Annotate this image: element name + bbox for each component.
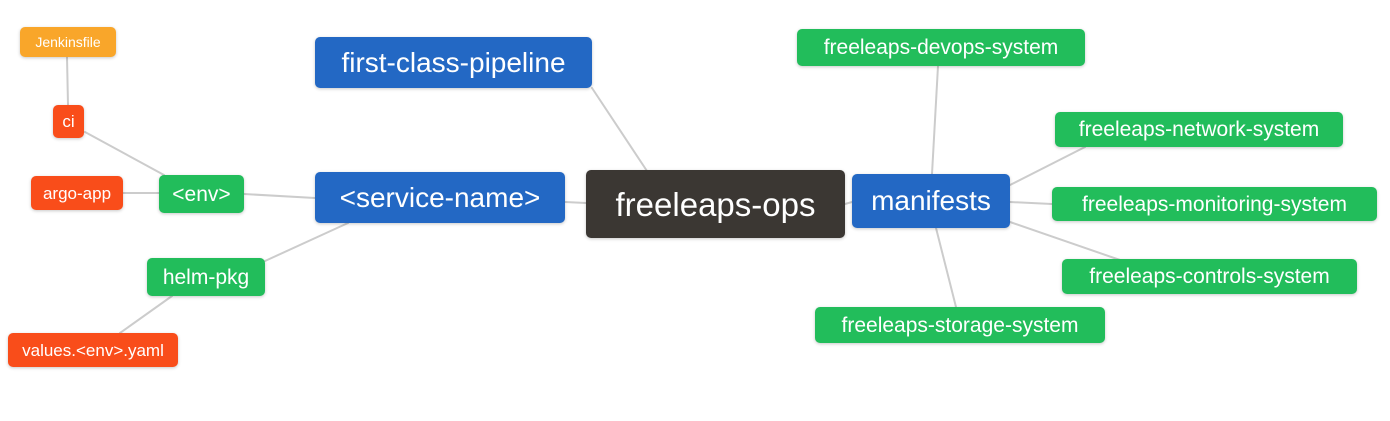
node-helm-pkg[interactable]: helm-pkg [147,258,265,296]
node-freeleaps-ops[interactable]: freeleaps-ops [586,170,845,238]
node-ci[interactable]: ci [53,105,84,138]
edge-manifests-to-freeleaps-monitoring-system [1009,201,1053,205]
edge-helm-pkg-to-service-name [264,222,349,262]
edge-manifests-to-freeleaps-network-system [1009,146,1086,186]
edge-manifests-to-freeleaps-devops-system [931,65,939,175]
edge-ci-to-env [84,131,165,176]
edge-first-class-pipeline-to-freeleaps-ops [591,87,648,172]
node-values-env-yaml[interactable]: values.<env>.yaml [8,333,178,367]
edge-freeleaps-ops-to-manifests [844,201,853,205]
edge-manifests-to-freeleaps-controls-system [1009,221,1121,261]
node-freeleaps-devops-system[interactable]: freeleaps-devops-system [797,29,1085,66]
node-argo-app[interactable]: argo-app [31,176,123,210]
edge-jenkinsfile-to-ci [66,56,69,106]
node-env[interactable]: <env> [159,175,244,213]
edge-manifests-to-freeleaps-storage-system [935,227,957,308]
node-freeleaps-network-system[interactable]: freeleaps-network-system [1055,112,1343,147]
node-manifests[interactable]: manifests [852,174,1010,228]
edge-service-name-to-freeleaps-ops [564,201,587,204]
node-service-name[interactable]: <service-name> [315,172,565,223]
node-freeleaps-monitoring-system[interactable]: freeleaps-monitoring-system [1052,187,1377,221]
node-freeleaps-storage-system[interactable]: freeleaps-storage-system [815,307,1105,343]
node-jenkinsfile[interactable]: Jenkinsfile [20,27,116,57]
node-freeleaps-controls-system[interactable]: freeleaps-controls-system [1062,259,1357,294]
edge-values-env-yaml-to-helm-pkg [119,295,173,334]
node-first-class-pipeline[interactable]: first-class-pipeline [315,37,592,88]
edge-env-to-service-name [243,193,316,199]
